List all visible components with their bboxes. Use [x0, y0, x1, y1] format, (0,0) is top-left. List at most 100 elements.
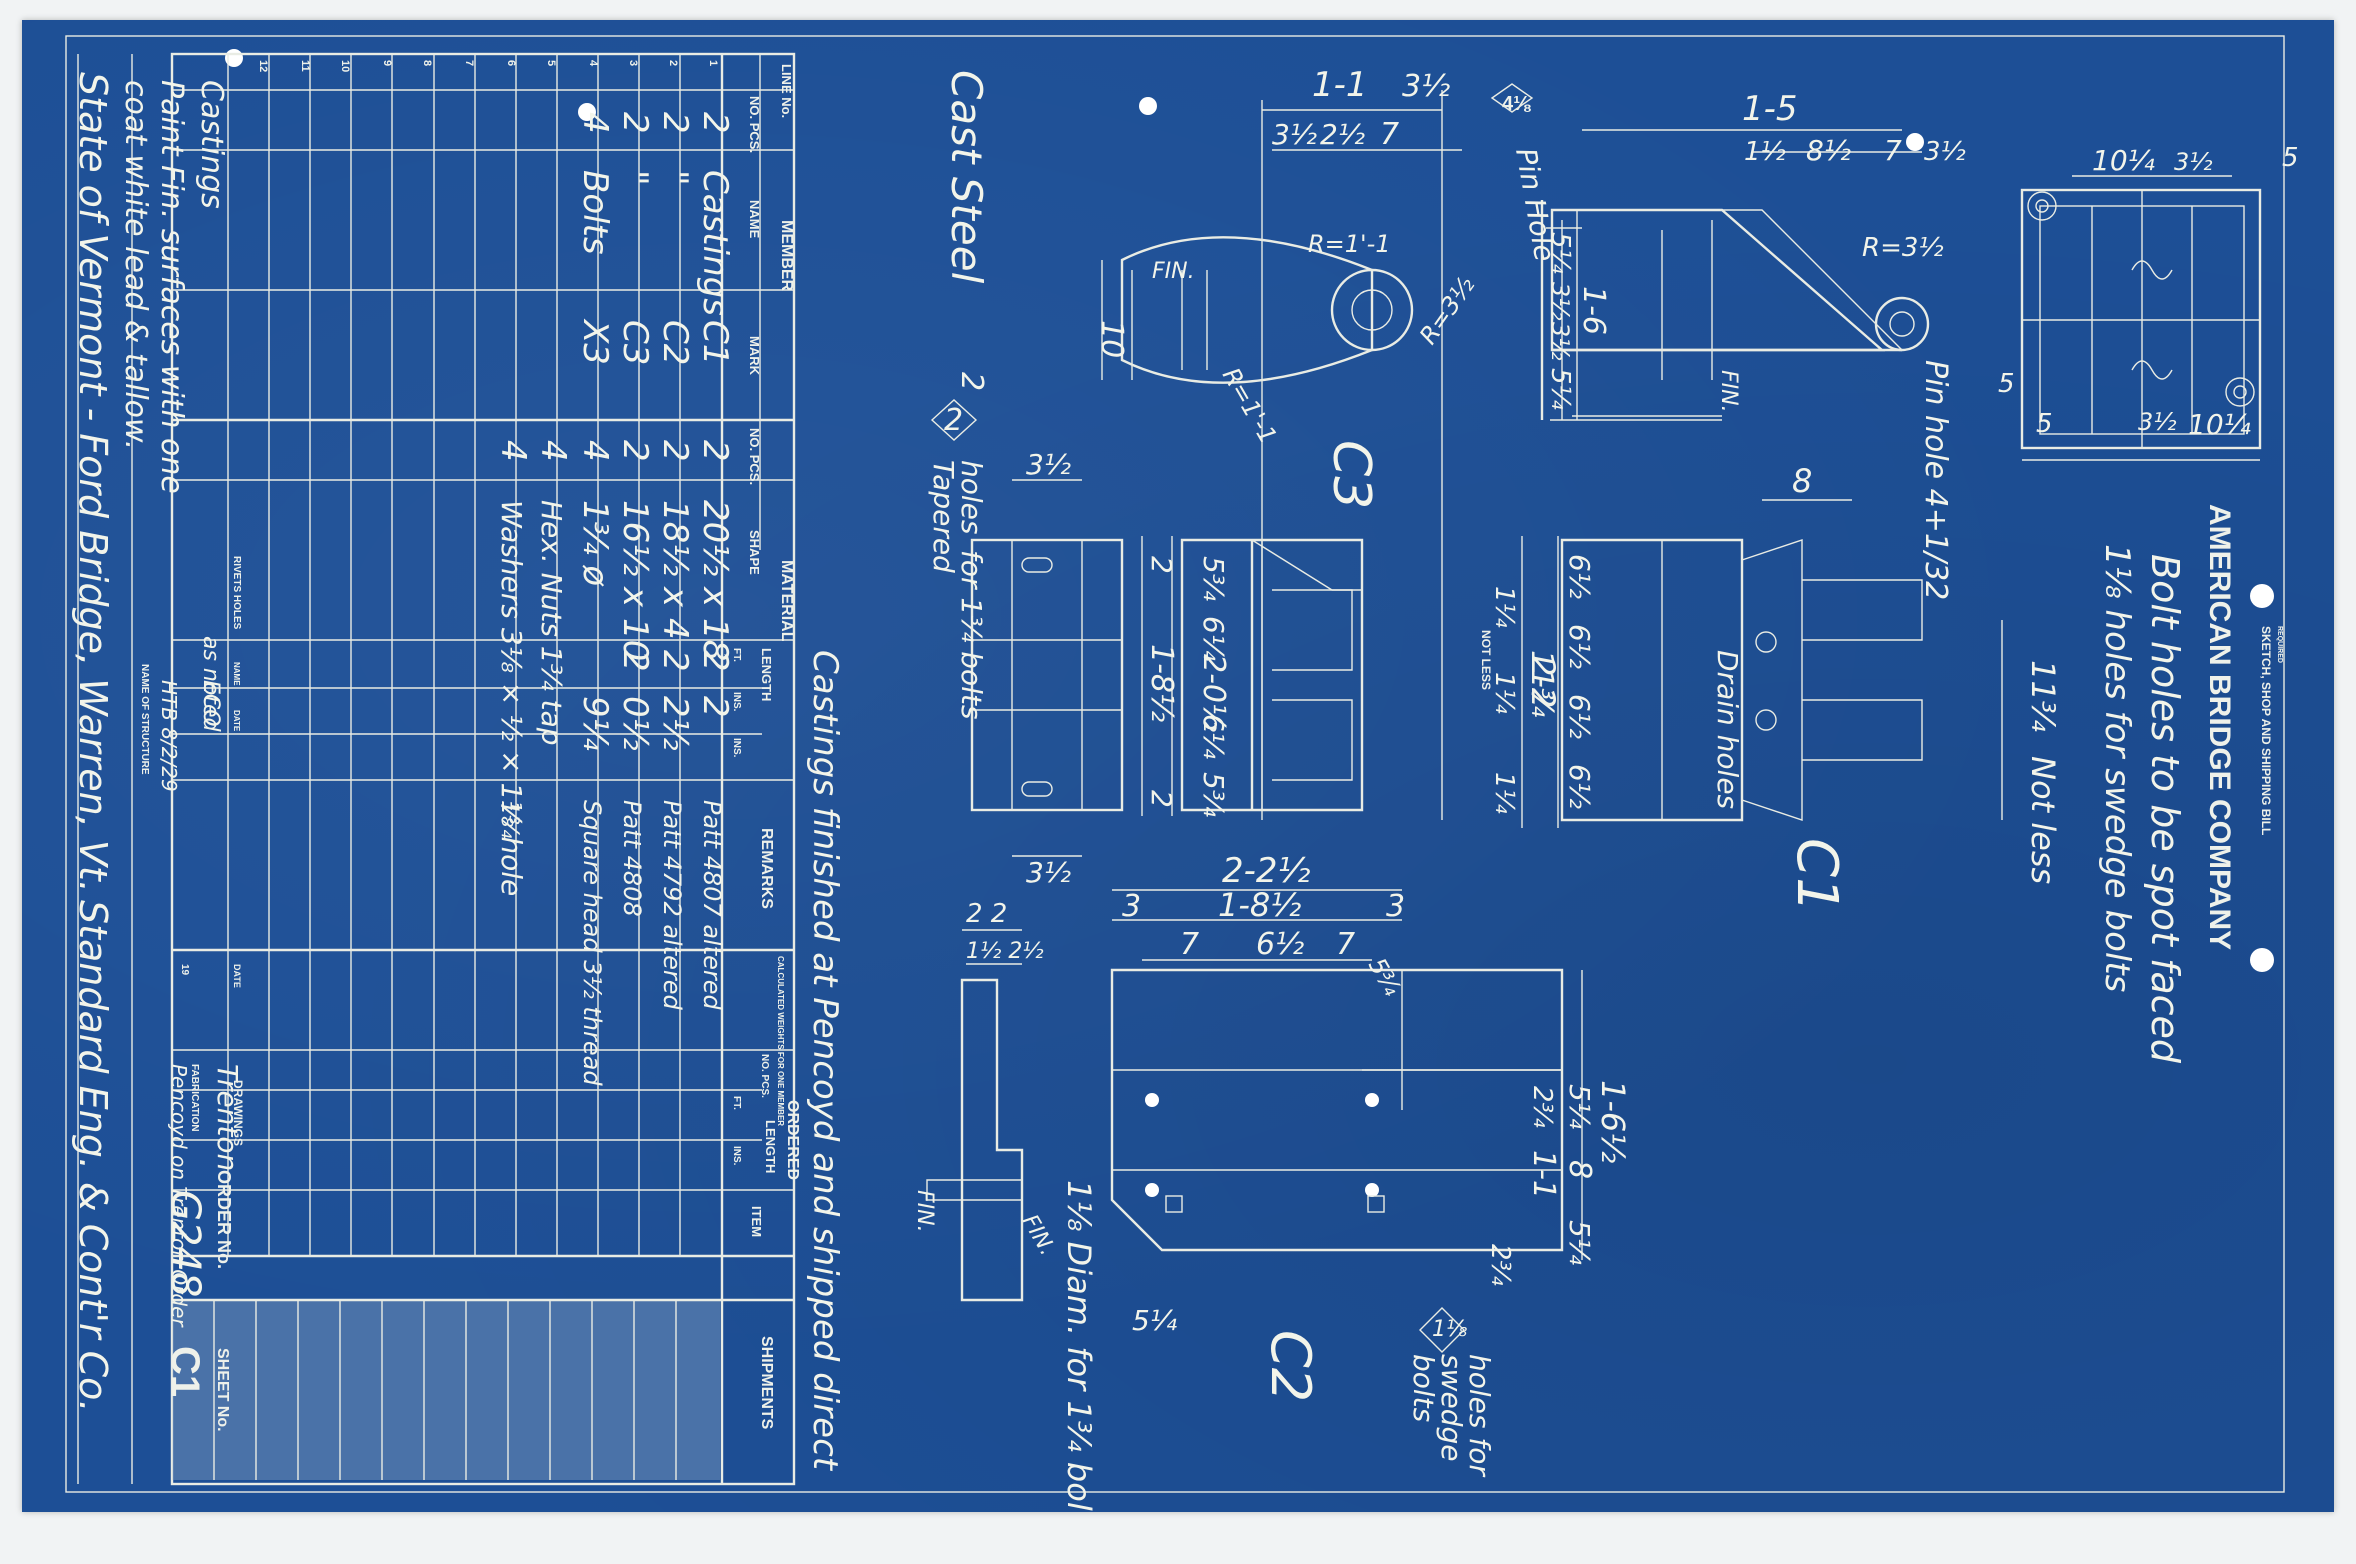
c1-dim-22: 2-2	[1524, 656, 1562, 708]
line-no-header: LINE No.	[779, 64, 794, 118]
as-noted: as noted	[198, 636, 223, 733]
table-cell-mpcs: 2	[695, 440, 735, 462]
line-number: 12	[257, 60, 269, 72]
c3-side-i: 3½	[1026, 448, 1071, 481]
table-cell-pcs: 2	[615, 112, 655, 134]
swedge-holes-label: holes for	[1463, 1354, 1496, 1477]
bolt-holes-note-2: 1⅛ holes for swedge bolts	[2097, 544, 2137, 992]
c3-fin: FIN.	[1152, 259, 1195, 284]
c1-pin-hole-note: Pin hole 4+1/32	[1918, 360, 1953, 600]
shipments-area	[172, 1300, 720, 1480]
structure-label: NAME OF STRUCTURE	[139, 664, 150, 775]
ins2-header: INS.	[731, 738, 742, 758]
member-header: MEMBER	[778, 220, 795, 292]
shipments-grid	[172, 1298, 794, 1480]
general-notes: Bolt holes to be spot faced 1⅛ holes for…	[805, 70, 2187, 1472]
c3-top-c: 7	[1380, 117, 1399, 152]
c1-side-view: 8 6½ 6½ 6½ 6½ 2-2 Drain holes 11¾ Not le…	[1521, 462, 2062, 913]
swedge-word: swedge	[1435, 1354, 1468, 1462]
c2-dim-n: 2¾	[1485, 1244, 1515, 1286]
bolt-holes-note-1: Bolt holes to be spot faced	[2143, 554, 2187, 1064]
plan-view: 10¼ 3½ 5 5 5 3½ 10¼	[1998, 143, 2299, 461]
swedge-holes-diamond	[1419, 1307, 1465, 1353]
date-label: DATE	[232, 710, 241, 732]
c3-dim-10: 10	[1094, 320, 1129, 358]
c2-label: C2	[1259, 1330, 1322, 1402]
table-cell-shape: 18½ x 4	[655, 500, 695, 640]
table-cell-ft: 2	[615, 650, 655, 672]
ordered-length-header: LENGTH	[763, 1120, 778, 1173]
c3-side-f: 1-8½	[1144, 644, 1179, 722]
fabrication-label: FABRICATION	[189, 1064, 200, 1132]
border-frame	[65, 35, 2285, 1493]
c2-fin-2: FIN.	[1017, 1211, 1060, 1260]
material-no-pcs-header: NO. PCS.	[747, 428, 762, 485]
table-cell-ft: 2	[655, 650, 695, 672]
table-cell-mark: C3	[615, 320, 655, 365]
table-cell-name: Castings	[695, 170, 735, 316]
c3-top-a: 3½	[1272, 118, 1317, 151]
line-number: 6	[505, 60, 517, 66]
c3-pin-hole-size: 4⅛	[1502, 93, 1531, 115]
plan-dim-c: 5	[2282, 143, 2299, 173]
punch-hole	[2250, 948, 2274, 972]
c3-side-j: 3½	[1026, 856, 1071, 889]
punch-holes	[225, 49, 2274, 972]
name-header: NAME	[747, 200, 762, 239]
table-cell-mpcs: 4	[575, 440, 615, 462]
c3-side-view: 5¾ 6¼ 2-0½ 6¼ 5¾ 1-8½ 2 2 1¼ 1¼ 1¼ 11¾ N…	[1141, 536, 1559, 817]
table-cell-mpcs: 4	[493, 440, 533, 462]
date2-label: DATE	[232, 964, 242, 988]
item-header: ITEM	[749, 1206, 764, 1237]
c3-dim-1134: 11¾	[1524, 650, 1559, 717]
material-header: MATERIAL	[778, 560, 795, 642]
c1-label: C1	[1784, 838, 1849, 913]
c2-dim-d: 7	[1180, 927, 1199, 962]
blueprint-sheet: LINE No. NO. PCS. NAME MARK MEMBER NO. P…	[22, 20, 2334, 1512]
eco-initials: ECO	[198, 680, 223, 727]
table-row-lines	[227, 54, 681, 1256]
c3-pin-hole-note: Pin Hole	[1509, 145, 1561, 264]
c3-dim-114c: 1¼	[1489, 772, 1519, 814]
line-number: 3	[627, 60, 639, 66]
c2-side-view: 2 2 1½ 2½ FIN. FIN. 1⅛ Diam. for 1¾ bolt	[912, 899, 1098, 1512]
no-pcs-header: NO. PCS.	[747, 96, 762, 153]
c2-dim-j: 8	[1562, 1160, 1597, 1179]
c1-side-a: 5¼	[1545, 232, 1575, 274]
plan-dim-e: 5	[2036, 409, 2053, 439]
table-cell-pcs: 2	[695, 112, 735, 134]
c3-side-c: 2-0½	[1196, 654, 1231, 732]
swedge-holes-qty: 1⅛	[1432, 1317, 1467, 1342]
c1-dim-62d: 6½	[1563, 764, 1596, 809]
c1-top-c: 7	[1884, 134, 1902, 167]
c3-dim-114a: 1¼	[1489, 586, 1519, 628]
c2-dim-q: 1½ 2½	[966, 939, 1044, 964]
c3-side-g: 2	[1145, 556, 1178, 574]
c1-elevation: 1-5 1½ 8½ 7 3½ R=3½ 5¼ 3½ 3½ 5¼ 1-6 FIN.…	[1540, 89, 1966, 600]
table-cell-remarks: Patt 4807 altered	[698, 800, 726, 1011]
diam-note: 1⅛ Diam. for 1¾ bolt	[1060, 1180, 1098, 1512]
mark-header: MARK	[747, 336, 762, 376]
table-cell-mpcs: 2	[615, 440, 655, 462]
plan-dim-f: 3½	[2138, 408, 2177, 436]
line-number: 2	[667, 60, 679, 66]
c3-radius-3: R=3½	[1414, 272, 1480, 350]
drawings-label: DRAWINGS	[231, 1080, 245, 1146]
c1-top-total: 1-5	[1742, 89, 1798, 129]
tapered-holes-qty-2: 2	[954, 372, 989, 391]
c2-dim-i: 5¼	[1563, 1084, 1596, 1129]
tapered-for-bolts: for 1¾ bolts	[955, 550, 988, 720]
c2-dim-f: 7	[1336, 927, 1355, 962]
table-cell-ft: 2	[695, 650, 735, 672]
c2-dim-m: 1-1	[1526, 1150, 1561, 1199]
c3-end-view: 3½ 3½ 2 2 holes Tapered for 1¾ bolts	[927, 372, 1124, 889]
year-label: 19	[179, 964, 190, 976]
line-number: 9	[381, 60, 393, 66]
ft-header: FT.	[731, 648, 742, 662]
not-less-note: Not less	[2024, 756, 2062, 884]
plan-dim-g: 10¼	[2188, 408, 2251, 441]
form-prefix: REQUIRED	[2276, 626, 2283, 663]
c3-radius-2: R=1'-1	[1217, 363, 1283, 449]
pencoyd-note: Pencoyd on Trenton Order	[167, 1064, 191, 1328]
c3-dim-114b: 1¼	[1489, 672, 1519, 714]
